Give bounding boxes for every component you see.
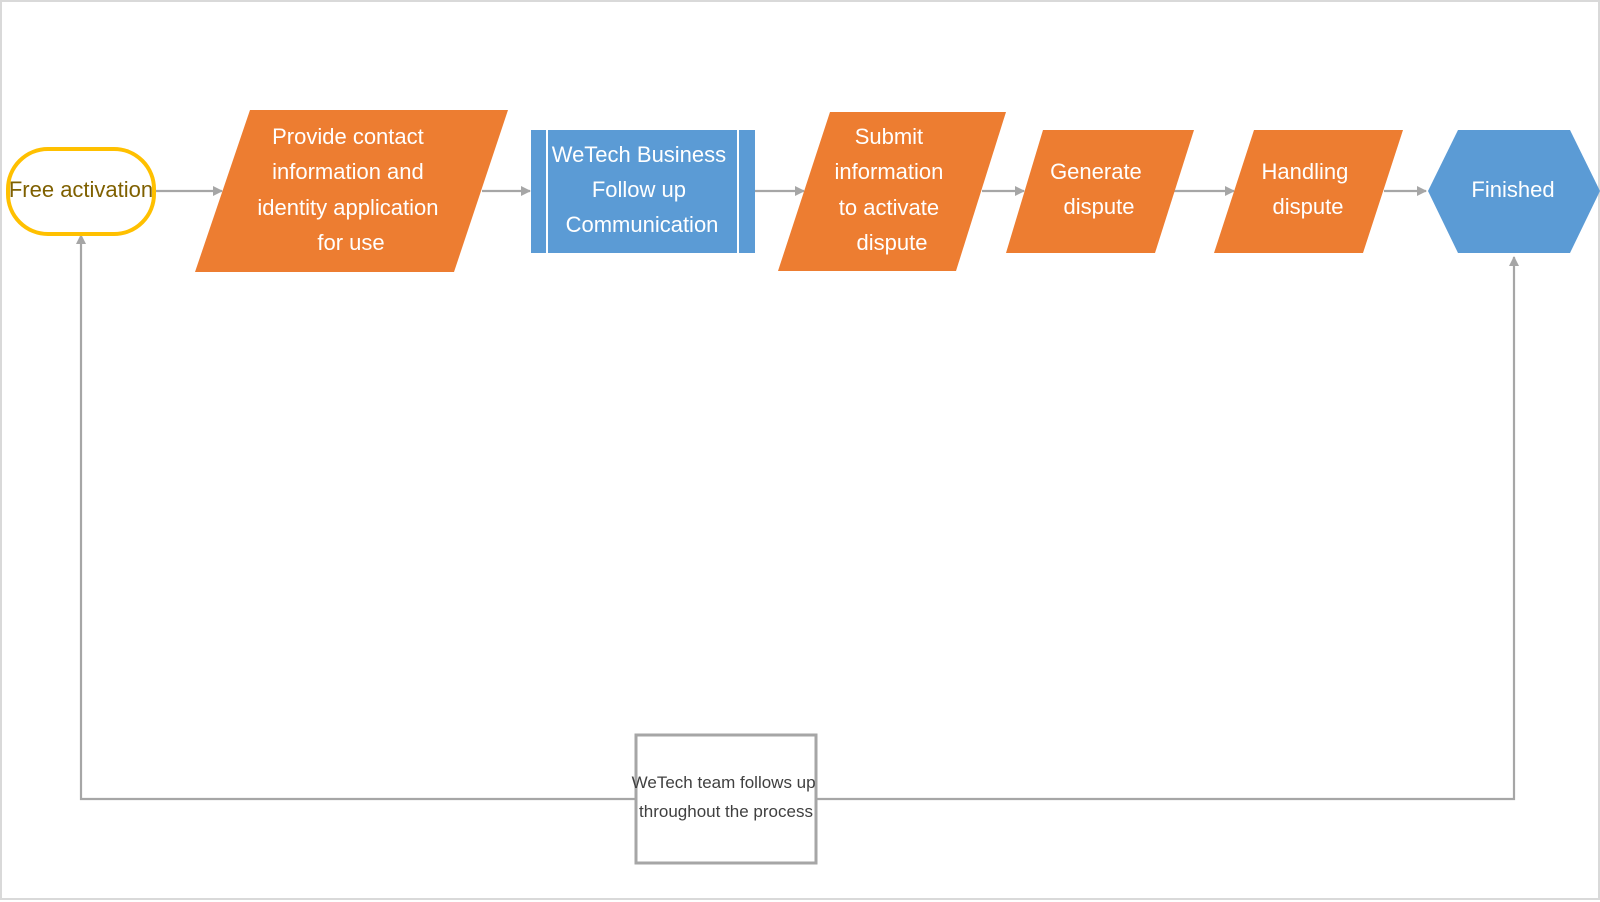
terminator-shape bbox=[6, 147, 156, 236]
note-box bbox=[634, 733, 818, 865]
node-finished-label: Finished bbox=[1471, 177, 1554, 202]
parallelogram-shape bbox=[195, 110, 508, 272]
edge-note-to-start bbox=[76, 234, 636, 801]
node-handling-dispute-label: Handling dispute bbox=[1262, 159, 1355, 219]
parallelogram-shape bbox=[1006, 130, 1194, 253]
predefined-process-shape bbox=[531, 130, 755, 253]
parallelogram-shape bbox=[778, 112, 1006, 271]
node-free-activation-label: Free activation bbox=[9, 177, 153, 202]
node-wetech-business-follow-up: WeTech Business Follow up Communication bbox=[531, 130, 755, 253]
parallelogram-shape bbox=[1214, 130, 1403, 253]
node-generate-dispute: Generate dispute bbox=[1006, 130, 1194, 253]
note-label: WeTech team follows up throughout the pr… bbox=[632, 773, 821, 821]
note-wetech-team-follows-up: WeTech team follows up throughout the pr… bbox=[632, 733, 821, 865]
node-submit-information-label: Submit information to activate dispute bbox=[835, 124, 950, 255]
hexagon-shape bbox=[1428, 130, 1600, 253]
edge-note-to-finished bbox=[816, 256, 1519, 801]
connectors bbox=[76, 186, 1519, 801]
node-provide-contact-label: Provide contact information and identity… bbox=[257, 124, 444, 255]
node-provide-contact: Provide contact information and identity… bbox=[195, 110, 508, 272]
node-generate-dispute-label: Generate dispute bbox=[1050, 159, 1148, 219]
node-submit-information: Submit information to activate dispute bbox=[778, 112, 1006, 271]
node-handling-dispute: Handling dispute bbox=[1214, 130, 1403, 253]
node-wetech-business-follow-up-label: WeTech Business Follow up Communication bbox=[552, 142, 733, 237]
node-free-activation: Free activation bbox=[6, 147, 156, 236]
node-finished: Finished bbox=[1428, 130, 1600, 253]
